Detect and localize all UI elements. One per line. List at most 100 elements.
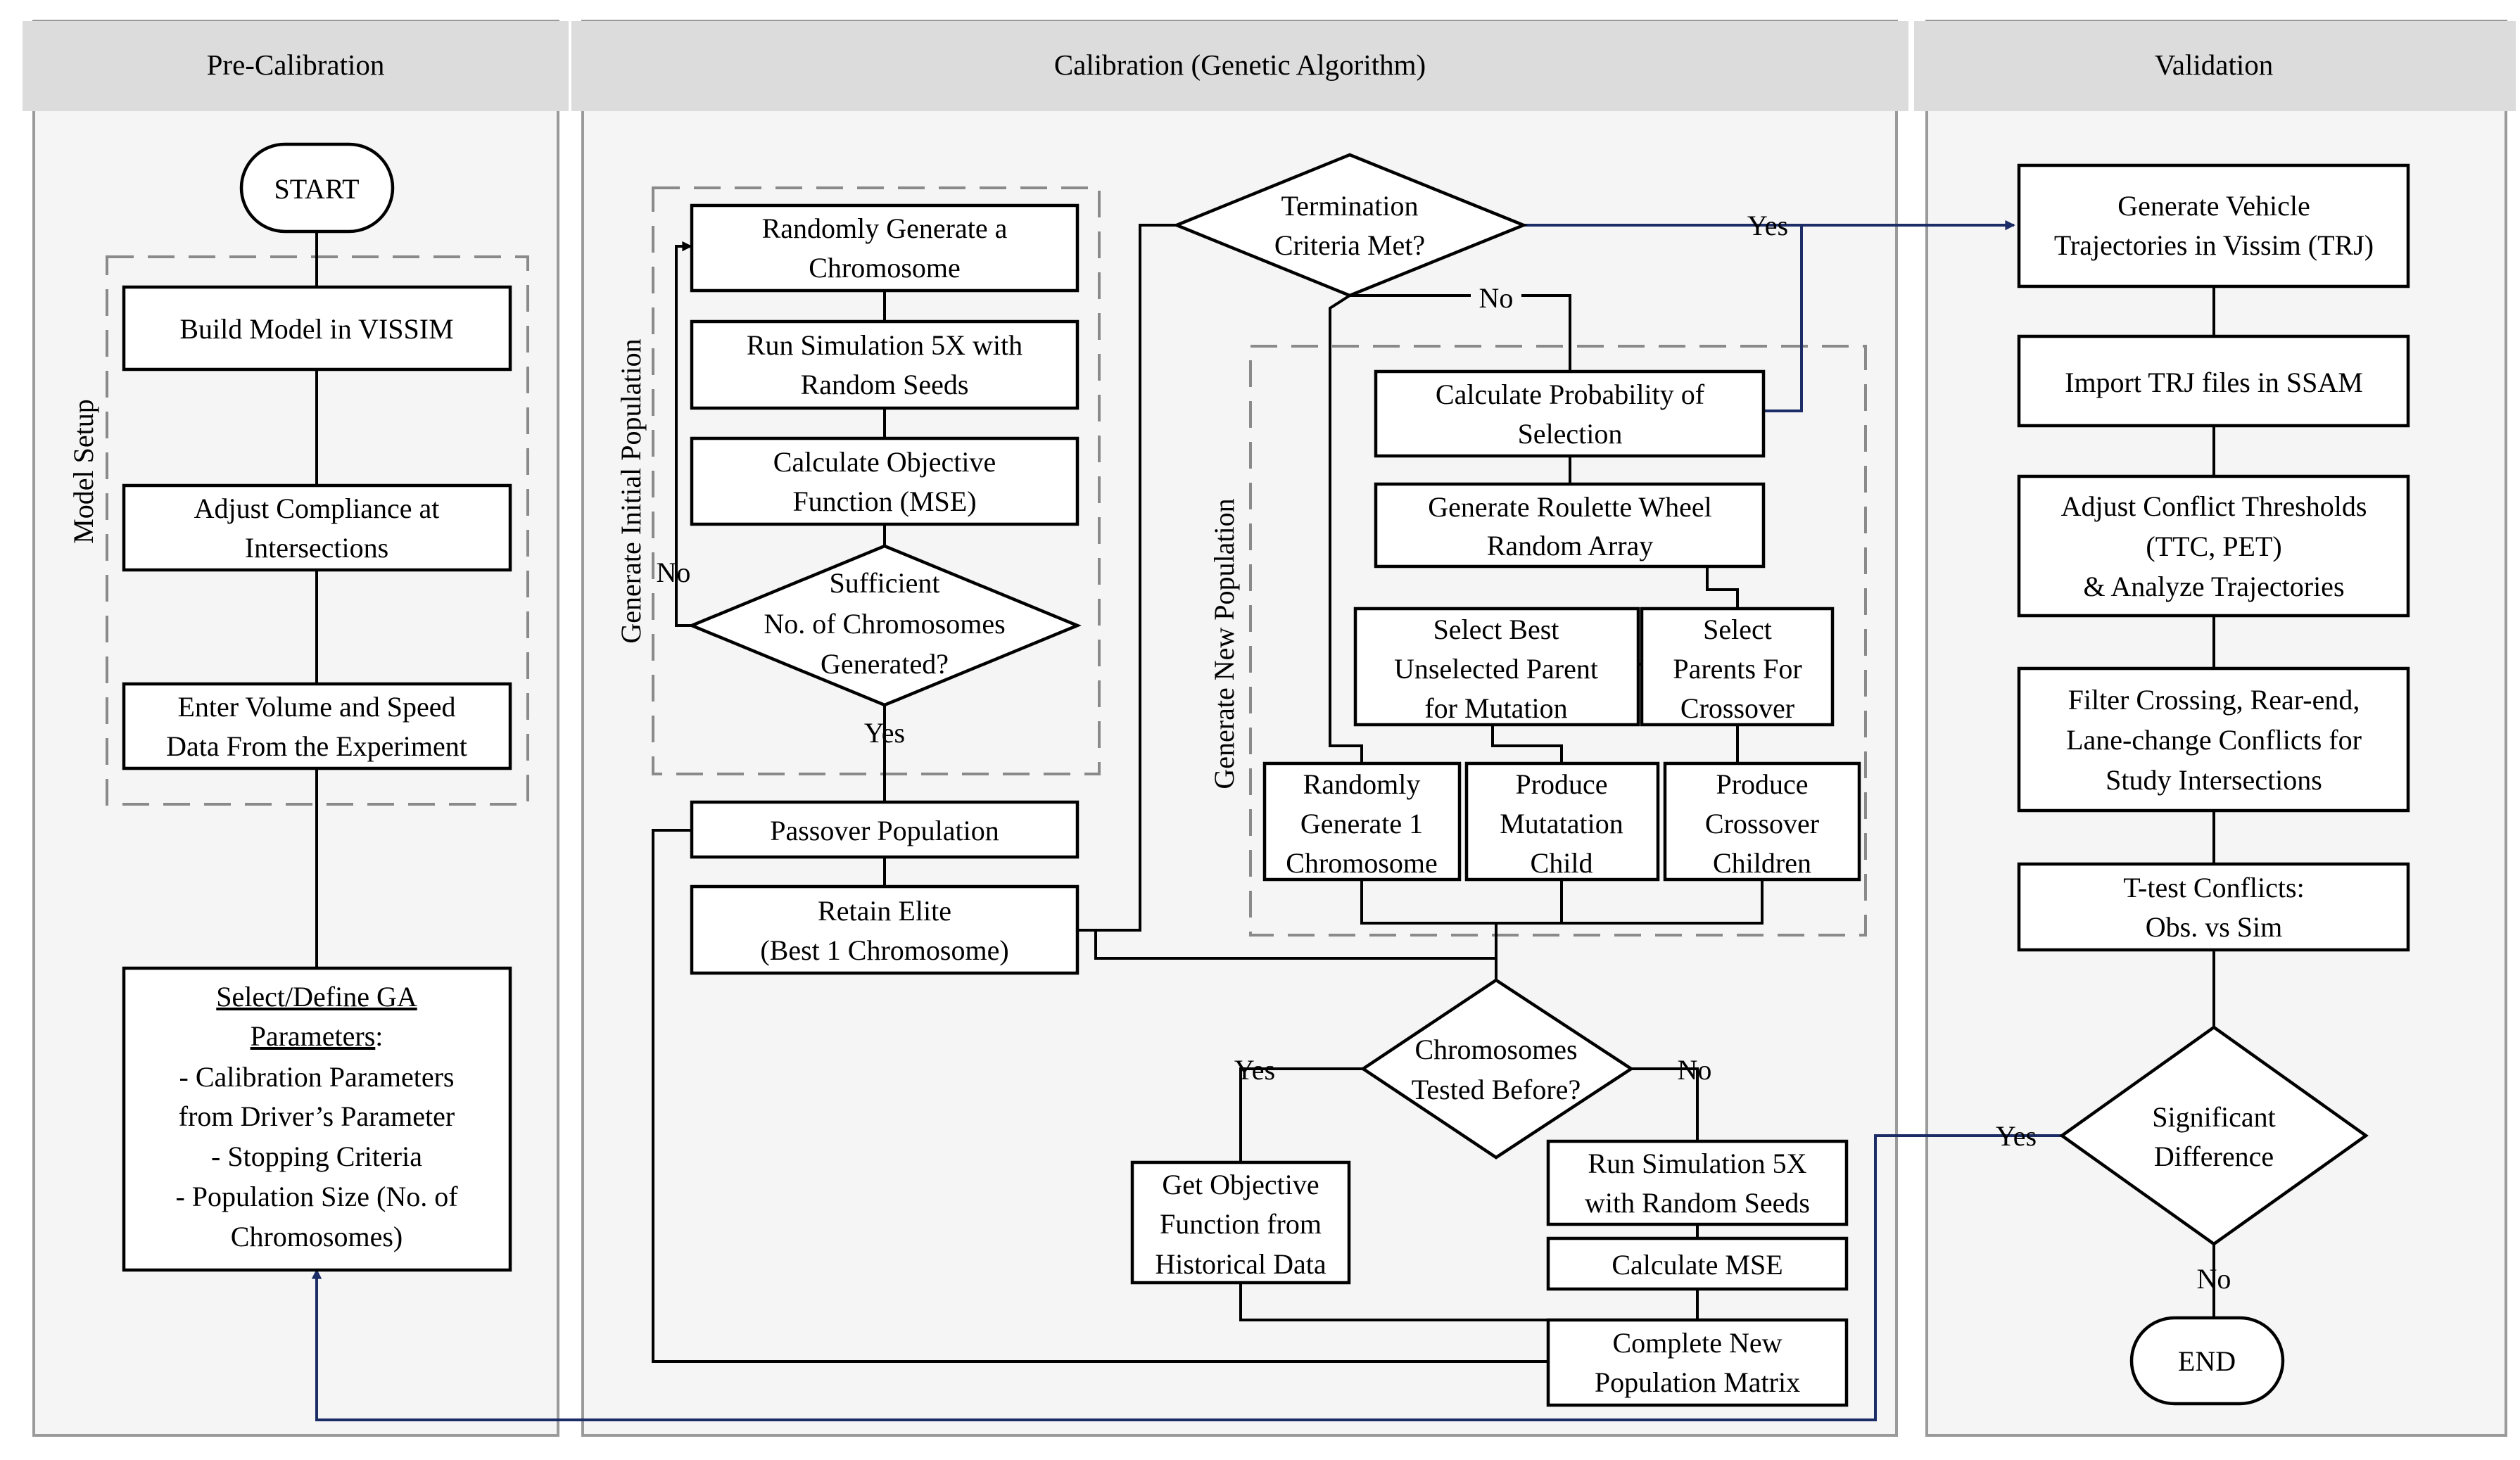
termination-no-label: No [1479, 282, 1514, 314]
end-terminal: END [2129, 1316, 2285, 1406]
svg-text:Passover Population: Passover Population [770, 815, 999, 846]
svg-text:Chromosome: Chromosome [1286, 847, 1438, 879]
filter-conflicts-box: Filter Crossing, Rear-end, Lane-change C… [2017, 666, 2410, 813]
svg-text:Lane-change Conflicts for: Lane-change Conflicts for [2066, 724, 2362, 756]
connectors [315, 224, 2215, 1363]
svg-text:Termination: Termination [1281, 190, 1419, 222]
svg-text:Unselected Parent: Unselected Parent [1394, 653, 1598, 685]
roulette-wheel-box: Generate Roulette Wheel Random Array [1374, 482, 1766, 569]
svg-text:Crossover: Crossover [1705, 808, 1819, 839]
svg-text:with Random Seeds: with Random Seeds [1585, 1187, 1810, 1219]
svg-text:Function from: Function from [1160, 1208, 1322, 1240]
significant-no-label: No [2197, 1263, 2231, 1295]
historical-data-box: Get Objective Function from Historical D… [1130, 1160, 1351, 1285]
svg-text:Run Simulation 5X: Run Simulation 5X [1588, 1148, 1806, 1179]
svg-text:Build Model in VISSIM: Build Model in VISSIM [179, 313, 453, 345]
svg-text:for Mutation: for Mutation [1424, 692, 1567, 724]
svg-text:Retain Elite: Retain Elite [818, 895, 951, 927]
svg-text:Filter Crossing, Rear-end,: Filter Crossing, Rear-end, [2068, 684, 2360, 716]
complete-population-box: Complete New Population Matrix [1546, 1318, 1849, 1407]
svg-text:Run Simulation 5X with: Run Simulation 5X with [747, 329, 1022, 361]
tested-no-label: No [1678, 1054, 1712, 1086]
ga-params-colon: : [375, 1020, 383, 1052]
svg-text:Generated?: Generated? [821, 648, 949, 680]
svg-text:Chromosomes): Chromosomes) [231, 1221, 403, 1252]
svg-text:from Driver’s Parameter: from Driver’s Parameter [179, 1100, 455, 1132]
sufficient-yes-label: Yes [864, 717, 905, 749]
ga-parameters-box: Select/Define GA Parameters: - Calibrati… [122, 966, 512, 1272]
svg-text:- Stopping Criteria: - Stopping Criteria [211, 1141, 422, 1172]
ttest-box: T-test Conflicts: Obs. vs Sim [2017, 862, 2410, 952]
lane-title-pre: Pre-Calibration [207, 49, 385, 81]
svg-text:Chromosomes: Chromosomes [1414, 1034, 1577, 1065]
termination-decision: Termination Criteria Met? [1172, 153, 1528, 298]
svg-text:(Best 1 Chromosome): (Best 1 Chromosome) [760, 934, 1008, 966]
svg-text:Randomly Generate a: Randomly Generate a [762, 212, 1008, 244]
run-simulation-2-box: Run Simulation 5X with Random Seeds [1546, 1139, 1849, 1226]
svg-text:Random Seeds: Random Seeds [801, 369, 969, 400]
group-label-initial-population: Generate Initial Population [615, 338, 647, 643]
import-trj-box: Import TRJ files in SSAM [2017, 334, 2410, 428]
svg-text:- Calibration Parameters: - Calibration Parameters [179, 1061, 455, 1093]
tested-before-decision: Chromosomes Tested Before? [1360, 978, 1635, 1160]
enter-volume-box: Enter Volume and Speed Data From the Exp… [122, 682, 512, 770]
svg-text:Adjust Compliance at: Adjust Compliance at [194, 493, 440, 524]
svg-text:END: END [2178, 1345, 2236, 1377]
svg-text:START: START [274, 173, 359, 205]
lane-title-calibration: Calibration (Genetic Algorithm) [1054, 49, 1426, 81]
svg-text:T-test Conflicts:: T-test Conflicts: [2123, 872, 2304, 903]
significant-decision: Significant Difference [2059, 1025, 2369, 1246]
calc-probability-box: Calculate Probability of Selection [1374, 369, 1766, 458]
svg-text:Adjust Conflict Thresholds: Adjust Conflict Thresholds [2061, 490, 2367, 522]
svg-text:Produce: Produce [1515, 768, 1607, 800]
run-simulation-box: Run Simulation 5X with Random Seeds [690, 319, 1079, 410]
svg-text:Criteria Met?: Criteria Met? [1274, 229, 1425, 261]
adjust-thresholds-box: Adjust Conflict Thresholds (TTC, PET) & … [2017, 474, 2410, 618]
retain-elite-box: Retain Elite (Best 1 Chromosome) [690, 884, 1079, 975]
adjust-compliance-box: Adjust Compliance at Intersections [122, 483, 512, 572]
sufficient-no-label: No [657, 557, 691, 588]
select-parents-box: Select Parents For Crossover [1640, 607, 1835, 727]
termination-no-label-bg [1471, 281, 1521, 312]
svg-text:Trajectories in Vissim (TRJ): Trajectories in Vissim (TRJ) [2054, 229, 2374, 261]
ga-params-title-1: Select/Define GA [216, 981, 417, 1013]
svg-text:Chromosome: Chromosome [809, 252, 961, 284]
calc-mse-box: Calculate MSE [1546, 1236, 1849, 1291]
svg-text:Calculate Probability of: Calculate Probability of [1436, 379, 1705, 410]
select-best-box: Select Best Unselected Parent for Mutati… [1353, 607, 1640, 727]
svg-text:Randomly: Randomly [1303, 768, 1421, 800]
termination-yes-label: Yes [1747, 210, 1788, 241]
svg-text:Generate 1: Generate 1 [1300, 808, 1423, 839]
svg-text:Select Best: Select Best [1433, 614, 1559, 645]
svg-text:Import TRJ files in SSAM: Import TRJ files in SSAM [2065, 367, 2363, 398]
svg-text:Select: Select [1703, 614, 1772, 645]
connectors-blue [311, 220, 2062, 1421]
group-generate-initial-population [652, 186, 1101, 775]
svg-text:(TTC, PET): (TTC, PET) [2146, 531, 2281, 562]
svg-text:Random Array: Random Array [1487, 530, 1654, 561]
group-label-new-population: Generate New Population [1208, 498, 1240, 789]
svg-text:Intersections: Intersections [245, 532, 388, 564]
tested-yes-label: Yes [1234, 1054, 1275, 1086]
group-label-model-setup: Model Setup [68, 399, 99, 544]
significant-yes-label: Yes [1996, 1120, 2037, 1152]
svg-text:Complete New: Complete New [1612, 1327, 1782, 1359]
svg-text:Crossover: Crossover [1680, 692, 1794, 724]
svg-text:Enter Volume and Speed: Enter Volume and Speed [177, 691, 455, 723]
svg-text:Tested Before?: Tested Before? [1412, 1074, 1581, 1105]
svg-text:Population Matrix: Population Matrix [1595, 1366, 1800, 1398]
svg-text:Function (MSE): Function (MSE) [792, 485, 976, 517]
passover-population-box: Passover Population [690, 800, 1079, 859]
svg-text:Study Intersections: Study Intersections [2106, 764, 2322, 796]
svg-text:Produce: Produce [1716, 768, 1808, 800]
start-terminal: START [239, 142, 395, 234]
svg-text:Children: Children [1713, 847, 1811, 879]
svg-text:Data From the Experiment: Data From the Experiment [166, 730, 467, 762]
lane-title-validation: Validation [2155, 49, 2274, 81]
random-generate-box: Randomly Generate a Chromosome [690, 203, 1079, 293]
ga-params-title-2: Parameters [251, 1020, 376, 1052]
svg-text:Mutatation: Mutatation [1500, 808, 1623, 839]
svg-text:Significant: Significant [2152, 1101, 2276, 1133]
svg-text:- Population Size (No. of: - Population Size (No. of [175, 1181, 458, 1212]
